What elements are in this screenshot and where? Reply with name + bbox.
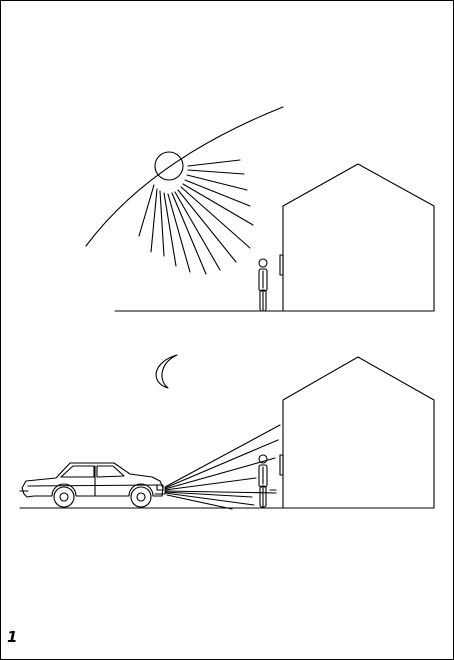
house-day [283, 164, 434, 311]
sun-rays [139, 160, 253, 274]
moon-icon [156, 355, 177, 388]
day-scene [86, 107, 434, 311]
door-day [280, 255, 283, 275]
door-night [280, 455, 283, 475]
figure-number: 1 [7, 628, 17, 646]
person-night [259, 455, 267, 507]
night-scene [20, 355, 434, 509]
car-icon [20, 463, 165, 507]
house-night [283, 357, 434, 508]
sun-icon [155, 152, 183, 180]
person-day [259, 259, 267, 311]
